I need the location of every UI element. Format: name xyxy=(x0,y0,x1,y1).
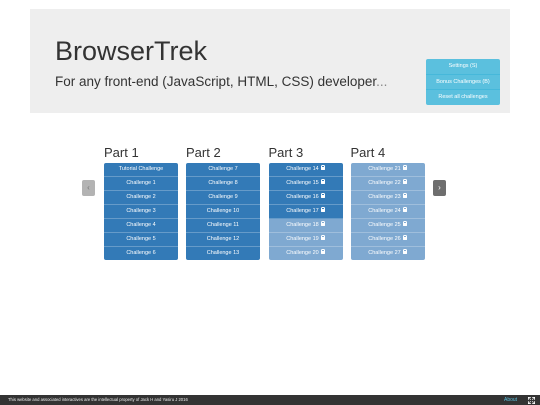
lock-icon xyxy=(320,178,325,184)
challenge-item[interactable]: Challenge 7 xyxy=(186,163,260,177)
challenge-label: Challenge 12 xyxy=(206,236,240,242)
challenge-label: Tutorial Challenge xyxy=(118,166,164,172)
challenge-label: Challenge 5 xyxy=(126,236,156,242)
challenge-item-locked[interactable]: Challenge 25 xyxy=(350,219,425,233)
challenge-item[interactable]: Challenge 6 xyxy=(104,247,178,260)
challenge-label: Challenge 10 xyxy=(206,208,240,214)
challenge-label: Challenge 7 xyxy=(208,166,238,172)
about-link[interactable]: About xyxy=(504,396,518,403)
challenge-label: Challenge 24 xyxy=(368,208,401,214)
challenge-label: Challenge 18 xyxy=(286,222,319,228)
challenge-item[interactable]: Challenge 2 xyxy=(104,191,178,205)
challenge-item-locked[interactable]: Challenge 14 xyxy=(268,163,343,177)
challenge-label: Challenge 27 xyxy=(368,250,401,256)
challenge-item[interactable]: Challenge 4 xyxy=(104,219,178,233)
subtitle-ellipsis: ... xyxy=(376,74,388,89)
challenge-label: Challenge 6 xyxy=(126,250,156,256)
subtitle-text: For any front-end (JavaScript, HTML, CSS… xyxy=(55,74,377,89)
lock-icon xyxy=(402,178,407,184)
lock-icon xyxy=(320,234,325,240)
hero-banner: BrowserTrek For any front-end (JavaScrip… xyxy=(30,9,510,113)
challenge-list: Challenge 7 Challenge 8 Challenge 9 Challen… xyxy=(186,163,260,260)
challenge-item-locked[interactable]: Challenge 23 xyxy=(350,191,425,205)
page-title: BrowserTrek xyxy=(55,36,208,66)
previous-arrow-icon[interactable]: ‹ xyxy=(82,180,95,196)
challenge-label: Challenge 26 xyxy=(368,236,401,242)
challenge-item[interactable]: Tutorial Challenge xyxy=(104,163,178,177)
challenge-item[interactable]: Challenge 13 xyxy=(186,247,260,260)
settings-button-group: Settings (S) Bonus Challenges (B) Reset … xyxy=(426,59,500,105)
challenge-label: Challenge 23 xyxy=(368,194,401,200)
challenge-label: Challenge 21 xyxy=(368,166,401,172)
part-title: Part 2 xyxy=(186,145,221,160)
challenge-label: Challenge 8 xyxy=(208,180,238,186)
lock-icon xyxy=(402,248,407,254)
challenge-label: Challenge 1 xyxy=(126,180,156,186)
challenge-label: Challenge 20 xyxy=(286,250,319,256)
challenge-item-locked[interactable]: Challenge 24 xyxy=(350,205,425,219)
challenge-item-locked[interactable]: Challenge 16 xyxy=(268,191,343,205)
footer-copyright: This website and associated interactives… xyxy=(8,397,188,402)
part-title: Part 3 xyxy=(268,145,304,160)
lock-icon xyxy=(402,220,407,226)
challenge-item[interactable]: Challenge 10 xyxy=(186,205,260,219)
challenge-item-locked[interactable]: Challenge 17 xyxy=(268,205,343,219)
challenge-label: Challenge 25 xyxy=(368,222,401,228)
challenge-label: Challenge 14 xyxy=(286,166,319,172)
reset-challenges-button[interactable]: Reset all challenges xyxy=(426,90,500,105)
challenge-label: Challenge 19 xyxy=(286,236,319,242)
challenge-item[interactable]: Challenge 1 xyxy=(104,177,178,191)
lock-icon xyxy=(402,206,407,212)
lock-icon xyxy=(320,206,325,212)
challenge-item[interactable]: Challenge 8 xyxy=(186,177,260,191)
challenge-label: Challenge 16 xyxy=(286,194,319,200)
challenge-label: Challenge 22 xyxy=(368,180,401,186)
challenge-list: Challenge 14 Challenge 15 Challenge 16 Chal… xyxy=(268,163,343,260)
challenge-label: Challenge 9 xyxy=(208,194,238,200)
challenge-item[interactable]: Challenge 12 xyxy=(186,233,260,247)
challenge-item[interactable]: Challenge 3 xyxy=(104,205,178,219)
footer: This website and associated interactives… xyxy=(0,395,540,405)
challenge-item[interactable]: Challenge 9 xyxy=(186,191,260,205)
next-arrow-icon[interactable]: › xyxy=(433,180,446,196)
lock-icon xyxy=(320,248,325,254)
challenge-item[interactable]: Challenge 5 xyxy=(104,233,178,247)
part-title: Part 1 xyxy=(104,145,139,160)
challenge-item-locked[interactable]: Challenge 21 xyxy=(350,163,425,177)
challenge-item-locked[interactable]: Challenge 15 xyxy=(268,177,343,191)
challenge-list: Challenge 21 Challenge 22 Challenge 23 Chal… xyxy=(350,163,425,260)
challenge-label: Challenge 15 xyxy=(286,180,319,186)
challenge-label: Challenge 2 xyxy=(126,194,156,200)
challenge-item-locked[interactable]: Challenge 22 xyxy=(350,177,425,191)
challenge-item[interactable]: Challenge 11 xyxy=(186,219,260,233)
challenge-item-locked[interactable]: Challenge 27 xyxy=(350,247,425,260)
challenge-item-locked[interactable]: Challenge 26 xyxy=(350,233,425,247)
settings-button[interactable]: Settings (S) xyxy=(426,59,500,75)
lock-icon xyxy=(402,164,407,170)
bonus-challenges-button[interactable]: Bonus Challenges (B) xyxy=(426,74,500,90)
challenge-item-locked[interactable]: Challenge 19 xyxy=(268,233,343,247)
fullscreen-icon[interactable] xyxy=(528,396,535,404)
part-title: Part 4 xyxy=(350,145,386,160)
challenge-label: Challenge 11 xyxy=(206,222,239,228)
page-subtitle: For any front-end (JavaScript, HTML, CSS… xyxy=(55,74,387,89)
challenge-label: Challenge 13 xyxy=(206,250,240,256)
lock-icon xyxy=(320,192,325,198)
challenge-label: Challenge 3 xyxy=(126,208,156,214)
challenge-label: Challenge 4 xyxy=(126,222,156,228)
lock-icon xyxy=(402,192,407,198)
challenge-item-locked[interactable]: Challenge 20 xyxy=(268,247,343,260)
lock-icon xyxy=(320,220,325,226)
challenge-item-locked[interactable]: Challenge 18 xyxy=(268,219,343,233)
challenge-label: Challenge 17 xyxy=(286,208,319,214)
lock-icon xyxy=(402,234,407,240)
lock-icon xyxy=(320,164,325,170)
